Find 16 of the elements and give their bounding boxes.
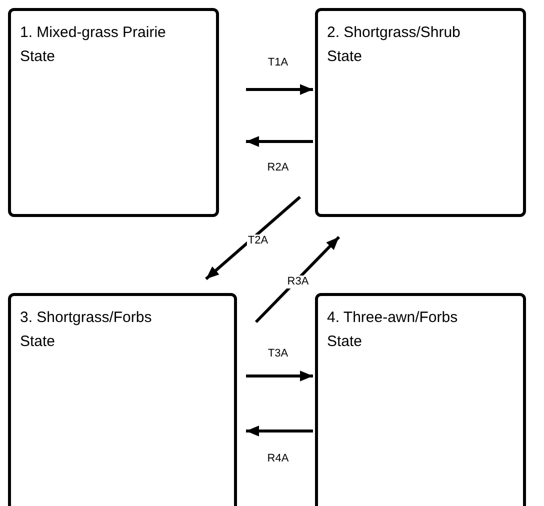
state-label: 1. Mixed-grass Prairie State bbox=[20, 23, 167, 67]
edge-label: R3A bbox=[286, 276, 310, 288]
state-label: 2. Shortgrass/Shrub State bbox=[327, 23, 462, 67]
state-box bbox=[8, 8, 219, 217]
state-label: 3. Shortgrass/Forbs State bbox=[20, 308, 153, 352]
state-box bbox=[315, 293, 526, 506]
arrow bbox=[205, 196, 301, 280]
state-box bbox=[8, 293, 237, 506]
edge-label: T2A bbox=[246, 234, 270, 248]
state-label: 4. Three-awn/Forbs State bbox=[327, 308, 459, 352]
arrow bbox=[246, 426, 313, 436]
arrow bbox=[246, 84, 313, 95]
arrow bbox=[246, 370, 313, 382]
arrow bbox=[246, 136, 313, 147]
arrow bbox=[254, 236, 340, 324]
state-box bbox=[315, 8, 526, 217]
